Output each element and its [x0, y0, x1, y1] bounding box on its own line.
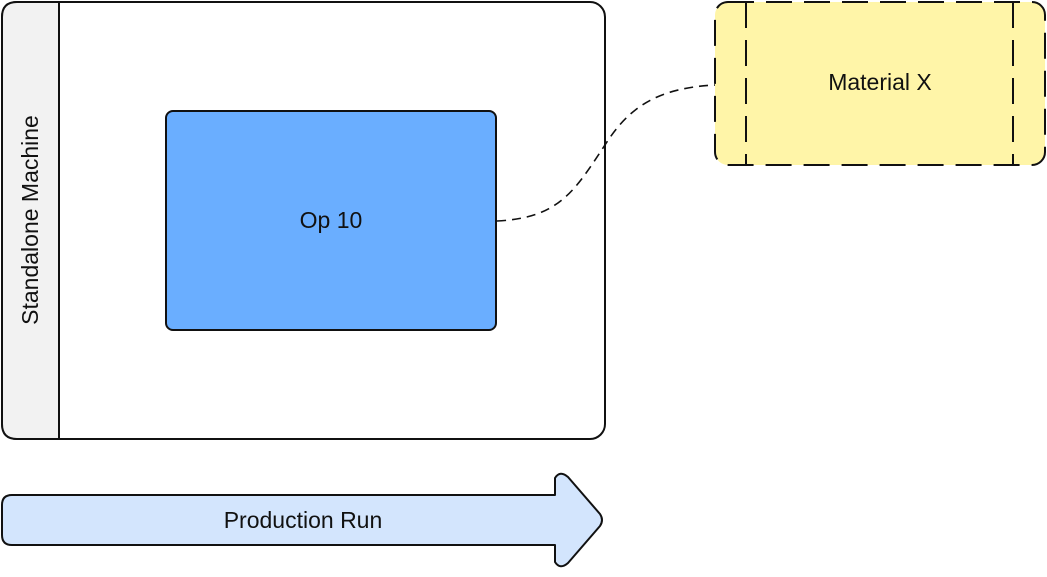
arrow-label: Production Run	[224, 507, 383, 533]
data-object-box	[714, 1, 1046, 166]
production-run-arrow: Production Run	[1, 472, 603, 568]
arrow-shape	[1, 472, 603, 568]
task-box	[165, 110, 497, 331]
data-object-label: Material X	[828, 69, 932, 95]
task-op-10[interactable]: Op 10	[165, 110, 497, 331]
data-object-material-x[interactable]: Material X	[714, 1, 1046, 166]
association-connector	[496, 84, 716, 222]
lane-header	[1, 1, 60, 440]
task-label: Op 10	[300, 207, 363, 233]
lane-label: Standalone Machine	[17, 115, 43, 325]
